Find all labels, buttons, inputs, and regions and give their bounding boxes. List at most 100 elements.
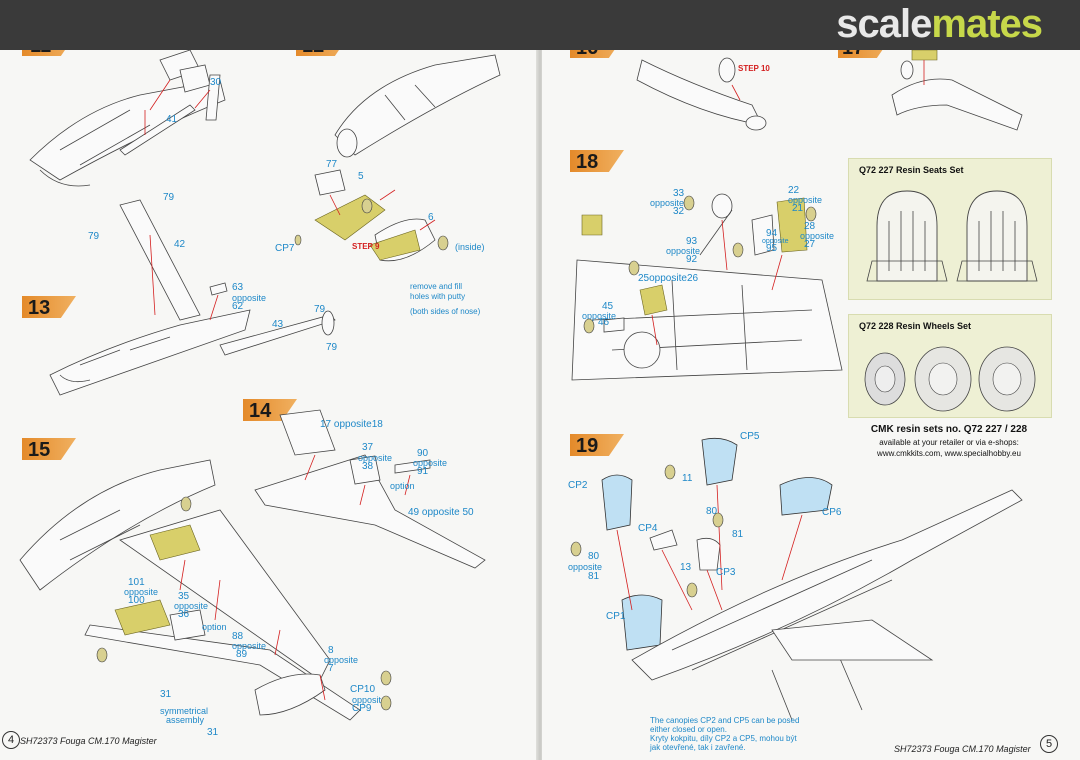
- step-17-drawing: [891, 49, 1023, 131]
- scalemates-logo: scalemates: [836, 2, 1043, 46]
- resin-seats-image: [866, 190, 1038, 282]
- s15-label-cp10-opposite: opposite: [352, 695, 387, 705]
- s12-note-2: holes with putty: [410, 292, 466, 301]
- s12-note-1: remove and fill: [410, 282, 463, 291]
- s15-label-8: 8: [328, 645, 334, 656]
- step-15-drawing: [19, 459, 361, 721]
- s18-label-45: 45: [602, 301, 614, 312]
- right-footer: SH72373 Fouga CM.170 Magister: [894, 744, 1031, 754]
- s15-label-cp10: CP10: [350, 684, 376, 695]
- s19-label-cp6: CP6: [822, 507, 842, 518]
- step-19-number: 19: [576, 435, 599, 457]
- s18-label-32: 32: [673, 206, 685, 217]
- s18-label-28-opposite: opposite: [800, 231, 835, 241]
- canopy-note-1: The canopies CP2 and CP5 can be posed: [650, 716, 800, 725]
- s13-label-79d: 79: [326, 342, 338, 353]
- s18-label-22-opposite: opposite: [788, 195, 823, 205]
- s18-label-27: 27: [804, 239, 816, 250]
- s18-label-93-opposite: opposite: [666, 246, 701, 256]
- s18-label-95: 95: [766, 243, 778, 254]
- s15-label-88: 88: [232, 631, 244, 642]
- s19-label-cp5: CP5: [740, 431, 760, 442]
- s18-label-21: 21: [792, 203, 804, 214]
- step-14-number: 14: [249, 400, 272, 422]
- s18-label-46: 46: [598, 317, 610, 328]
- s19-label-81: 81: [732, 529, 744, 540]
- s18-label-45-opposite: opposite: [582, 311, 617, 321]
- s15-label-36: 36: [178, 609, 190, 620]
- s12-label-5: 5: [358, 171, 364, 182]
- s15-label-100: 100: [128, 595, 145, 606]
- s15-label-31a: 31: [160, 689, 172, 700]
- s19-label-80: 80: [706, 506, 718, 517]
- s14-label-option: option: [390, 481, 415, 491]
- book-gutter: [536, 0, 544, 760]
- step-19-drawing: [601, 437, 1023, 721]
- s13-label-79c: 79: [314, 304, 326, 315]
- step-13-drawing: [49, 199, 336, 396]
- canopy-note-2: either closed or open.: [650, 725, 727, 734]
- s14-label-37: 37: [362, 442, 374, 453]
- s14-label-91: 91: [417, 466, 429, 477]
- cmk-promo: CMK resin sets no. Q72 227 / 228 availab…: [842, 424, 1056, 458]
- cmk-line-2: available at your retailer or via e-shop…: [879, 438, 1019, 447]
- step-13-number: 13: [28, 297, 51, 319]
- s13-label-43: 43: [272, 319, 284, 330]
- resin-wheels-image: [864, 346, 1036, 412]
- resin-wheels-box: Q72 228 Resin Wheels Set: [848, 314, 1052, 418]
- s15-label-101-opposite: opposite: [124, 587, 159, 597]
- s14-label-38: 38: [362, 461, 374, 472]
- s19-label-cp2: CP2: [568, 480, 588, 491]
- s15-label-8-opposite: opposite: [324, 655, 359, 665]
- step-18-drawing: [571, 193, 843, 381]
- s12-label-inside: (inside): [455, 242, 485, 252]
- step-19-flag: [570, 434, 624, 456]
- step-18-flag: [570, 150, 624, 172]
- canopy-note-3: Kryty kokpitu, díly CP2 a CP5, mohou být: [650, 734, 797, 743]
- step-13-flag: [22, 296, 76, 318]
- s14-label-49: 49 opposite 50: [408, 507, 474, 518]
- s15-label-88-opposite: opposite: [232, 641, 267, 651]
- s15-label-option: option: [202, 622, 227, 632]
- s12-step-ref: STEP 9: [352, 242, 380, 251]
- s14-label-37-opposite: opposite: [358, 453, 393, 463]
- s18-label-93: 93: [686, 236, 698, 247]
- resin-wheels-title: Q72 228 Resin Wheels Set: [859, 321, 972, 331]
- s19-label-opposite: opposite: [568, 562, 603, 572]
- s14-label-90-opposite: opposite: [413, 458, 448, 468]
- s15-label-assembly: assembly: [166, 715, 205, 725]
- s14-label-17: 17 opposite18: [320, 419, 383, 430]
- s11-label-41: 41: [166, 114, 178, 125]
- s15-label-cp9: CP9: [352, 703, 372, 714]
- left-footer: SH72373 Fouga CM.170 Magister: [20, 736, 157, 746]
- s14-label-90: 90: [417, 448, 429, 459]
- s11-label-30: 30: [210, 77, 222, 88]
- s15-label-101: 101: [128, 577, 145, 588]
- s12-label-cp7: CP7: [275, 243, 295, 254]
- s15-label-35-opposite: opposite: [174, 601, 209, 611]
- left-page-number: 4: [2, 731, 20, 749]
- step-12-fuselage-drawing: [334, 54, 501, 158]
- s13-label-79b: 79: [88, 231, 100, 242]
- s12-note-3: (both sides of nose): [410, 307, 481, 316]
- s15-label-symmetrical: symmetrical: [160, 706, 209, 716]
- s18-label-92: 92: [686, 254, 698, 265]
- s19-label-cp3: CP3: [716, 567, 736, 578]
- step-14-drawing: [254, 409, 486, 569]
- s18-label-33-opposite: opposite: [650, 198, 685, 208]
- s15-label-89: 89: [236, 649, 248, 660]
- s15-label-31b: 31: [207, 727, 219, 738]
- s13-label-63: 63: [232, 282, 244, 293]
- s19-label-13: 13: [680, 562, 692, 573]
- resin-seats-title: Q72 227 Resin Seats Set: [859, 165, 964, 175]
- s19-label-81b: 81: [588, 571, 600, 582]
- s18-label-25: 25opposite26: [638, 273, 699, 284]
- s12-label-6: 6: [428, 212, 434, 223]
- s18-label-94: 94: [766, 228, 778, 239]
- s15-label-7: 7: [328, 663, 334, 674]
- s18-label-28: 28: [804, 221, 816, 232]
- s19-label-cp4: CP4: [638, 523, 658, 534]
- s13-label-62: 62: [232, 301, 244, 312]
- s13-label-42: 42: [174, 239, 186, 250]
- cmk-line-1: CMK resin sets no. Q72 227 / 228: [870, 424, 1028, 435]
